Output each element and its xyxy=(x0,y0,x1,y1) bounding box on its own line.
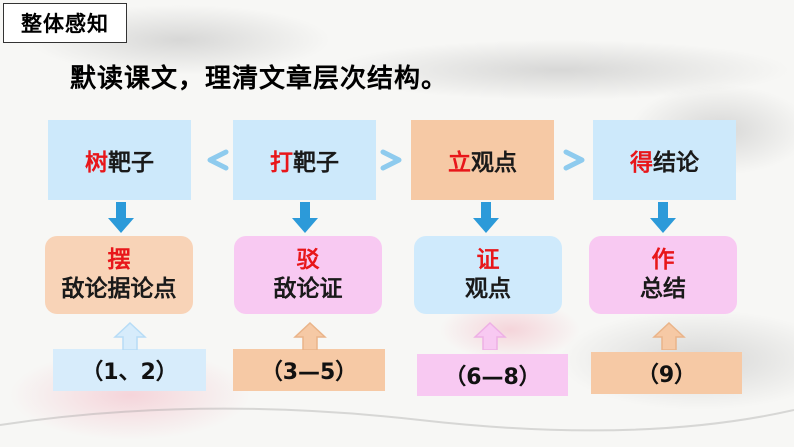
stage-key: 立 xyxy=(448,150,471,176)
stage-box-2: 打靶子 xyxy=(233,120,376,200)
method-key: 驳 xyxy=(296,246,320,273)
down-arrow-icon xyxy=(650,202,676,233)
method-key: 作 xyxy=(651,246,675,273)
stage-box-3: 立观点 xyxy=(411,120,554,200)
method-text: 观点 xyxy=(465,276,511,302)
stage-rest: 靶子 xyxy=(108,150,154,176)
method-box-2: 驳 敌论证 xyxy=(234,236,382,314)
range-text: （6—8） xyxy=(444,365,541,390)
section-tag: 整体感知 xyxy=(3,3,127,43)
method-key: 摆 xyxy=(107,246,131,273)
left-arrow-icon xyxy=(207,149,229,171)
stage-rest: 靶子 xyxy=(293,150,339,176)
stage-box-1: 树靶子 xyxy=(48,120,191,200)
paragraph-range-4: （9） xyxy=(591,352,742,394)
method-text: 敌论证 xyxy=(273,276,343,302)
down-arrow-icon xyxy=(108,202,134,233)
down-arrow-icon xyxy=(292,202,318,233)
stage-rest: 观点 xyxy=(471,150,517,176)
range-text: （9） xyxy=(636,363,697,388)
down-arrow-icon xyxy=(473,202,499,233)
stage-key: 打 xyxy=(270,150,293,176)
stage-key: 树 xyxy=(85,150,108,176)
paragraph-range-1: （1、2） xyxy=(53,349,206,391)
paragraph-range-2: （3—5） xyxy=(233,349,385,391)
up-arrow-icon xyxy=(652,322,686,350)
method-text: 敌论据论点 xyxy=(61,276,177,302)
right-arrow-icon xyxy=(563,149,585,171)
stage-box-4: 得结论 xyxy=(593,120,736,200)
range-text: （1、2） xyxy=(81,360,178,385)
range-text: （3—5） xyxy=(260,360,358,385)
up-arrow-icon xyxy=(293,322,327,350)
method-box-4: 作 总结 xyxy=(589,236,737,314)
stage-key: 得 xyxy=(630,150,653,176)
method-box-1: 摆 敌论据论点 xyxy=(45,236,193,314)
right-arrow-icon xyxy=(380,149,402,171)
method-key: 证 xyxy=(476,246,500,273)
up-arrow-icon xyxy=(113,322,147,350)
method-box-3: 证 观点 xyxy=(414,236,562,314)
stage-rest: 结论 xyxy=(653,150,699,176)
method-text: 总结 xyxy=(640,276,686,302)
paragraph-range-3: （6—8） xyxy=(417,354,568,396)
up-arrow-icon xyxy=(473,322,507,350)
instruction-text: 默读课文，理清文章层次结构。 xyxy=(70,64,449,94)
